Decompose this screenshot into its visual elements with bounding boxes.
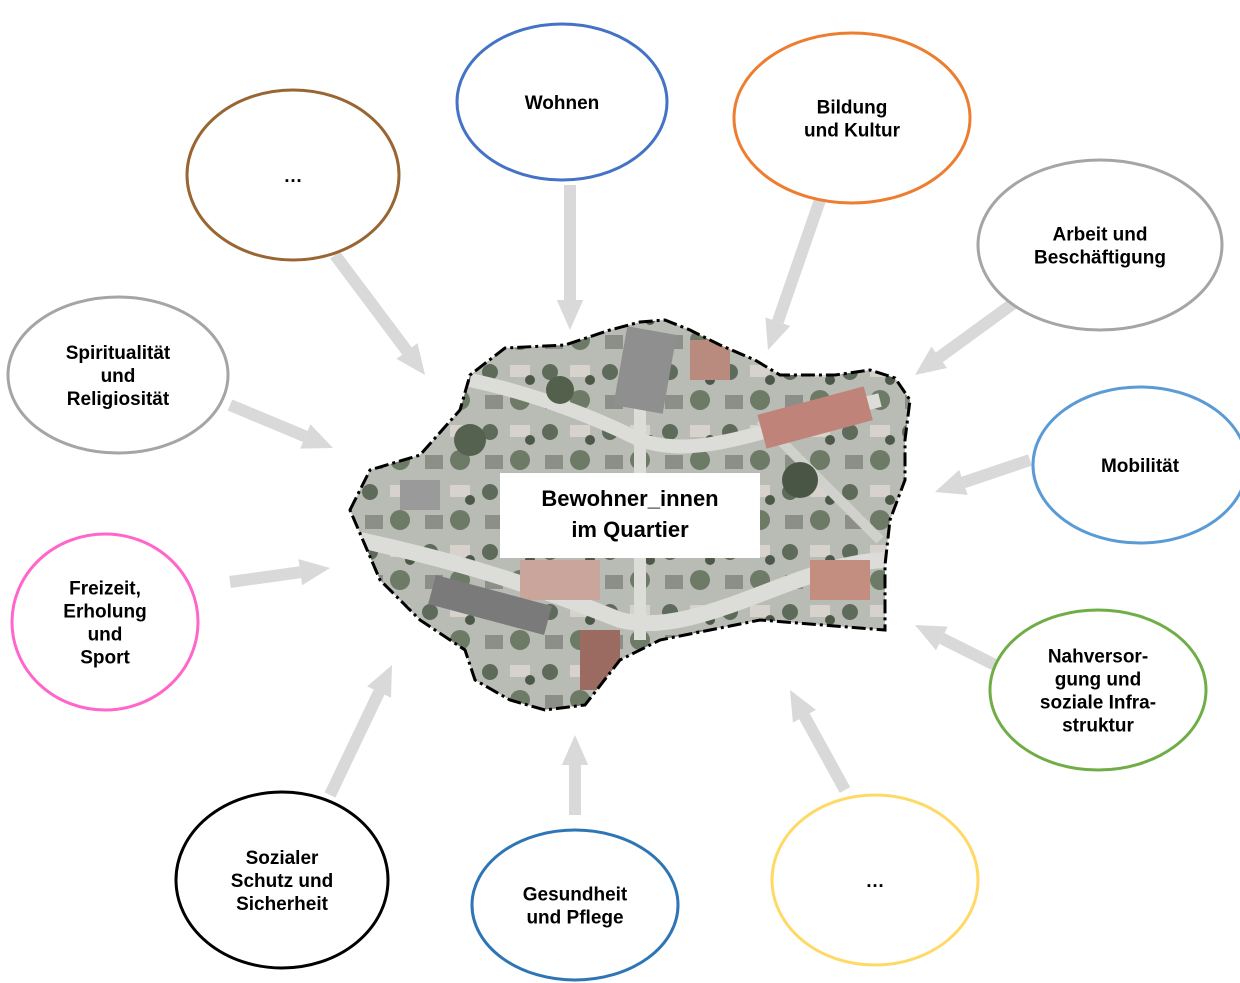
node-ellipsis-bottom: … — [770, 793, 980, 967]
arrow-shaft — [799, 713, 851, 793]
node-ellipse — [10, 532, 200, 712]
arrow-ellipsis-bottom — [790, 690, 851, 793]
node-ellipse — [1031, 385, 1240, 545]
node-label-line: Arbeit und — [1053, 225, 1148, 246]
arrow-head — [556, 300, 584, 330]
node-label-line: Gesundheit — [523, 885, 628, 906]
node-label-line: Spiritualität — [66, 343, 171, 364]
arrow-head — [396, 343, 425, 375]
node-ellipse — [770, 793, 980, 967]
node-label-line: Freizeit, — [69, 579, 141, 600]
node-ellipse — [185, 88, 401, 262]
arrow-spiritualitaet — [227, 399, 333, 449]
node-ellipse — [470, 828, 680, 982]
arrow-arbeit — [915, 295, 1022, 375]
center-label-line-2: im Quartier — [571, 517, 689, 542]
node-ellipse — [976, 158, 1224, 332]
node-label-line: Sport — [80, 648, 130, 669]
node-ellipse — [174, 790, 390, 970]
node-wohnen: Wohnen — [455, 22, 669, 182]
node-label-line: und — [88, 625, 123, 646]
arrow-shaft — [227, 399, 308, 442]
node-label-line: Wohnen — [525, 93, 600, 114]
arrow-shaft — [229, 566, 302, 588]
node-label-line: Mobilität — [1101, 456, 1180, 477]
node-mobilitaet: Mobilität — [1031, 385, 1240, 545]
arrow-shaft — [772, 198, 826, 324]
center-label-box: Bewohner_innen im Quartier — [500, 473, 760, 558]
arrow-head — [561, 735, 589, 765]
node-label-line: und Pflege — [526, 908, 623, 929]
node-label-line: Erholung — [63, 602, 146, 623]
node-label-line: Schutz und — [231, 871, 333, 892]
node-label-line: Nahversor- — [1048, 647, 1148, 668]
center-label-line-1: Bewohner_innen — [541, 486, 718, 511]
node-label-line: und Kultur — [804, 121, 901, 142]
arrow-head — [367, 665, 392, 698]
node-label-line: Beschäftigung — [1034, 248, 1166, 269]
node-label-line: Sicherheit — [236, 894, 329, 915]
arrow-wohnen — [556, 185, 584, 330]
node-label-line: struktur — [1062, 716, 1134, 737]
node-ellipse — [455, 22, 669, 182]
arrow-bildung — [765, 198, 826, 350]
node-label-line: Sozialer — [246, 848, 319, 869]
node-label-line: gung und — [1055, 670, 1142, 691]
arrow-head — [915, 625, 948, 651]
node-ellipse — [6, 295, 230, 455]
arrow-gesundheit — [561, 735, 589, 815]
arrow-shaft — [935, 295, 1022, 363]
node-label-line: … — [284, 166, 303, 187]
arrow-head — [298, 559, 330, 586]
node-label-line: soziale Infra- — [1040, 693, 1156, 714]
arrow-ellipsis-top — [330, 251, 425, 375]
node-label-line: … — [866, 871, 885, 892]
node-ellipsis-top: … — [185, 88, 401, 262]
node-label-line: Religiosität — [67, 389, 170, 410]
arrow-shaft — [330, 251, 412, 355]
arrow-mobilitaet — [935, 454, 1032, 495]
arrow-shaft — [324, 689, 385, 798]
node-label-line: Bildung — [817, 98, 888, 119]
arrows-layer — [227, 185, 1032, 815]
arrow-head — [765, 317, 791, 350]
node-ellipse — [988, 608, 1208, 772]
node-ellipse — [732, 31, 972, 205]
arrow-shaft — [961, 454, 1032, 489]
arrow-head — [935, 469, 968, 495]
arrow-head — [915, 346, 948, 375]
arrow-head — [790, 690, 817, 723]
arrow-nahversorgung — [915, 625, 998, 671]
arrow-shaft — [939, 633, 998, 671]
arrow-sozialer-schutz — [324, 665, 392, 798]
node-label-line: und — [101, 366, 136, 387]
arrow-head — [300, 424, 333, 449]
arrow-freizeit — [229, 559, 330, 588]
